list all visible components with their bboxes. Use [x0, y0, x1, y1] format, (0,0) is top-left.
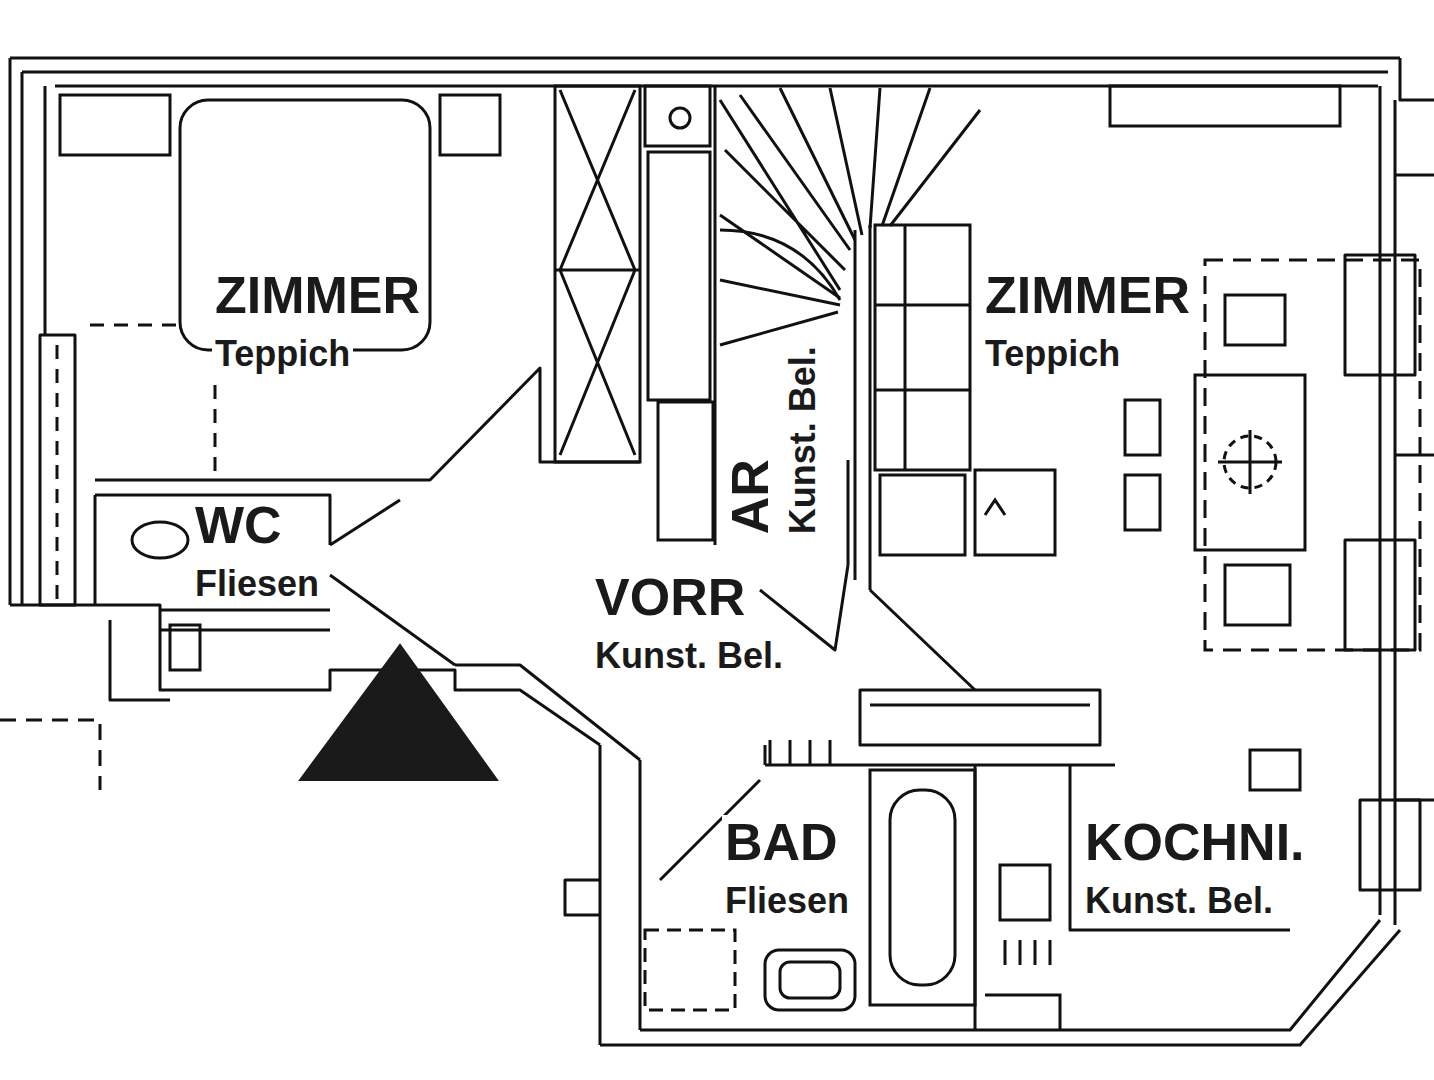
room-name: BAD: [722, 815, 841, 870]
furniture: [132, 522, 188, 558]
room-label: ZIMMER Teppich: [212, 268, 423, 372]
walls: [56, 345, 59, 600]
walls: [1395, 175, 1434, 800]
furniture: [780, 962, 840, 998]
furniture: [555, 86, 640, 462]
walls: [455, 665, 640, 760]
walls: [1360, 800, 1420, 890]
furniture: [170, 625, 200, 670]
floor-finish: Teppich: [212, 335, 353, 373]
furniture: [975, 470, 1055, 555]
furniture: [985, 750, 1300, 1030]
furniture: [645, 86, 710, 146]
walls: [975, 765, 1290, 1030]
floor-finish: Fliesen: [192, 565, 322, 603]
room-name: VORR: [592, 570, 748, 625]
walls: [110, 610, 330, 700]
furniture: [648, 152, 710, 400]
furniture: [890, 790, 955, 985]
walls: [0, 58, 1434, 1045]
furniture: [1125, 475, 1160, 530]
furniture: [875, 225, 970, 470]
furniture: [1225, 565, 1290, 625]
room-name: KOCHNI.: [1082, 815, 1308, 870]
walls: [330, 500, 455, 665]
walls: [1345, 540, 1415, 650]
room-label: BAD Fliesen: [722, 815, 852, 919]
room-name: ZIMMER: [982, 268, 1193, 323]
room-label: ARKunst. Bel.: [723, 343, 821, 537]
furniture: [765, 950, 855, 1010]
furniture: [658, 402, 713, 540]
room-label: VORR Kunst. Bel.: [592, 570, 786, 674]
furniture: [1125, 400, 1160, 455]
furniture: [880, 475, 965, 555]
room-label: ZIMMER Teppich: [982, 268, 1193, 372]
walls: [95, 368, 640, 545]
room-label: WC Fliesen: [192, 498, 322, 602]
furniture: [1205, 260, 1420, 650]
walls: [1400, 58, 1434, 100]
floor-finish: Kunst. Bel.: [783, 343, 821, 537]
room-name: ZIMMER: [212, 268, 423, 323]
furniture: [60, 86, 1420, 1030]
furniture: [90, 325, 215, 480]
floor-finish: Fliesen: [722, 882, 852, 920]
furniture: [670, 108, 690, 128]
room-name: AR: [723, 456, 778, 537]
furniture: [770, 740, 830, 765]
furniture: [870, 770, 975, 1005]
floor-finish: Teppich: [982, 335, 1123, 373]
walls: [40, 335, 75, 605]
furniture: [1110, 86, 1340, 126]
floor-finish: Kunst. Bel.: [1082, 882, 1276, 920]
furniture: [440, 95, 500, 155]
room-name: WC: [192, 498, 285, 553]
furniture: [645, 930, 735, 1010]
entrance-marker: [300, 645, 497, 780]
walls: [600, 745, 640, 1045]
walls: [10, 58, 1400, 86]
walls: [870, 590, 975, 690]
furniture: [555, 90, 640, 455]
furniture: [875, 225, 970, 470]
furniture: [180, 100, 430, 350]
furniture: [1195, 375, 1305, 550]
walls: [600, 920, 1400, 1045]
floor-finish: Kunst. Bel.: [592, 637, 786, 675]
walls: [94, 495, 97, 605]
walls: [0, 720, 100, 790]
furniture: [985, 500, 1005, 515]
furniture: [60, 95, 170, 155]
furniture: [1000, 865, 1050, 920]
furniture: [1218, 430, 1282, 494]
furniture: [1005, 940, 1050, 965]
walls: [565, 880, 600, 915]
furniture: [720, 230, 840, 300]
furniture: [1225, 295, 1285, 345]
walls: [765, 690, 1115, 765]
walls: [1345, 255, 1415, 375]
room-label: KOCHNI. Kunst. Bel.: [1082, 815, 1308, 919]
